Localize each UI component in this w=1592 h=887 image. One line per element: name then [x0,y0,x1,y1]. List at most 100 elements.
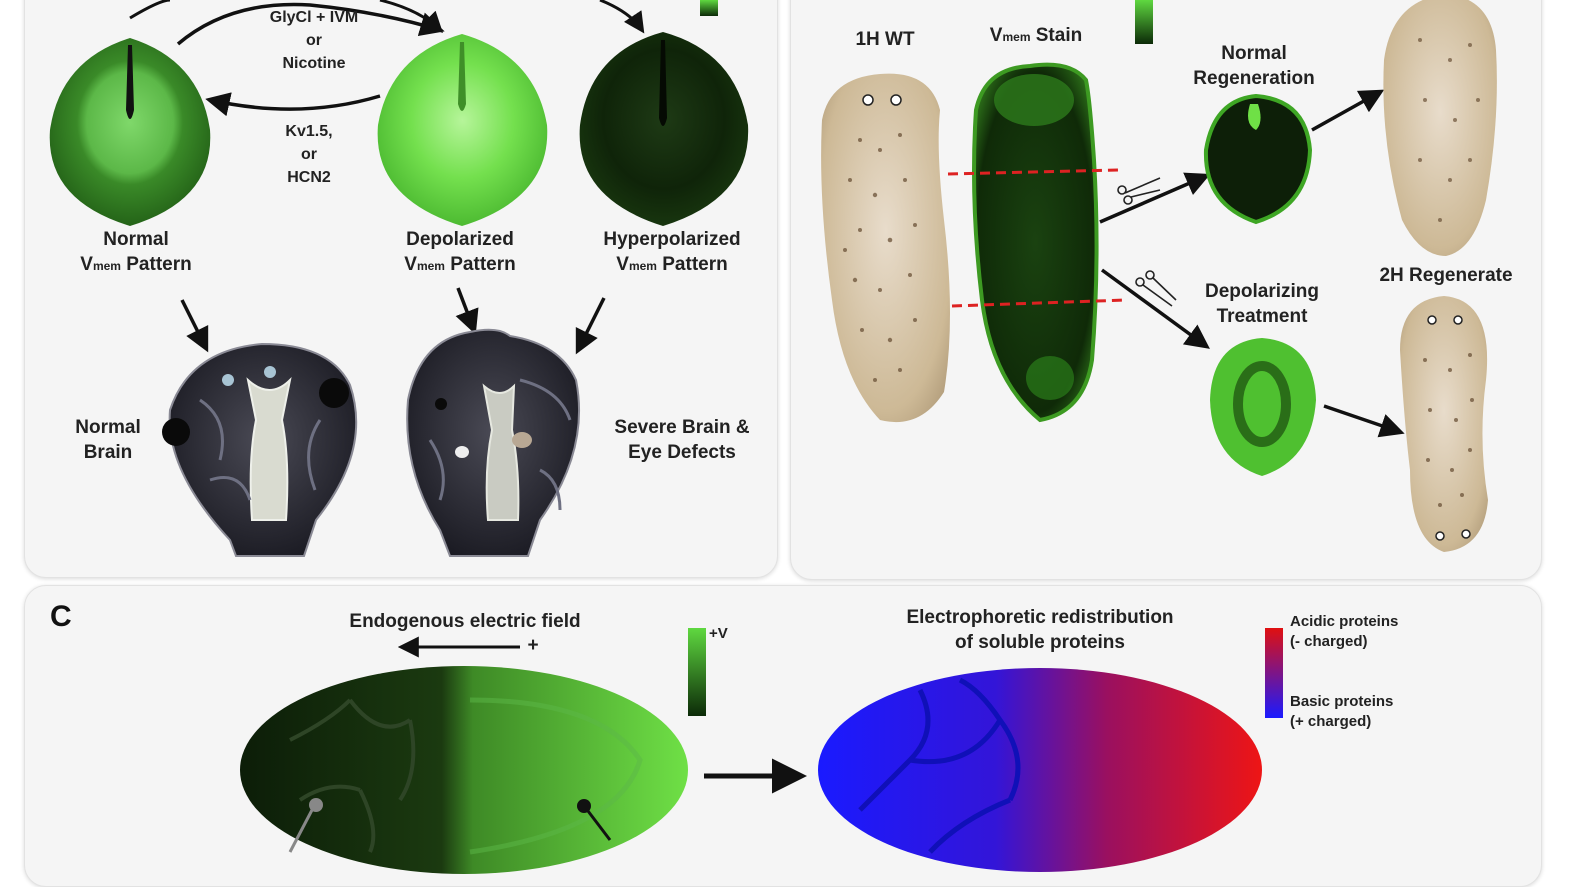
label-vmem-stain: Vmem Stain [966,24,1106,49]
label-normal-regeneration: Normal Regeneration [1176,42,1332,91]
embryo-normal-groove [126,45,134,119]
treatment-hyperpolarize-line-1: Kv1.5, [285,123,333,140]
label-electrophoretic-redistribution: Electrophoretic redistribution of solubl… [880,606,1200,655]
figure-graphics [49,0,1497,874]
worm-2h-eye-bottom-left [1435,531,1445,541]
blob-tan-defective [512,432,532,448]
label-acidic-line-1: Acidic proteins [1290,613,1399,630]
label-depolarized-vmem-pattern: Depolarized Vmem Pattern [380,228,540,277]
label-depolarized-v: V [404,253,417,275]
worm-2h-eye-bottom-right [1461,529,1471,539]
embryo-depolarized-groove [458,42,466,111]
flatworm-vmem-stain [972,62,1099,423]
marker-dot-gray [309,798,323,812]
scissors-icon-upper [1117,177,1161,205]
arrow-depol-brain [455,287,479,335]
label-normal-rest: Pattern [120,253,192,275]
scissors-icon-lower [1135,270,1177,307]
label-basic-line-2: (+ charged) [1290,712,1372,730]
arrow-to-depolarized [176,2,445,46]
label-hyperpolarized-rest: Pattern [656,253,728,275]
arrow-to-depol-treatment [1100,268,1210,349]
top-voltage-bar-a [700,0,718,16]
brain-veins-normal [199,398,322,501]
embryo-hyperpolarized-groove [659,40,667,126]
flatworm-1h-wt [821,73,950,423]
panel-letter-c: C [50,600,72,633]
egg-blue-cells [858,677,1021,854]
label-redistribution-line-1: Electrophoretic redistribution [906,607,1174,628]
label-depolarizing-treatment: Depolarizing Treatment [1184,280,1340,329]
regenerated-worm-2h [1400,296,1488,552]
label-normal-brain-line-2: Brain [83,441,133,463]
label-hyperpolarized-v: V [616,253,629,275]
fragment-depolarized-ring [1233,361,1291,447]
eye-right-normal [319,378,349,408]
wt-pigment-dots [843,133,917,382]
label-normal-brain: Normal Brain [60,416,156,465]
top-arc-left [129,0,171,20]
marker-line-gray [288,809,314,853]
treatment-hyperpolarize-label: Kv1.5, or HCN2 [254,120,364,190]
eye-left-normal [162,418,190,446]
label-normal-v: V [80,253,93,275]
treatment-hyperpolarize-line-2: or [301,146,317,164]
brain-veins-defective [428,378,572,511]
label-hyperpolarized-sub: mem [628,258,657,273]
label-severe-defects-line-1: Severe Brain & [614,417,750,438]
cut-line-upper [947,168,1119,176]
lens-dot-normal-1 [222,374,234,386]
egg-green-inner [469,697,643,855]
label-plus-sign: + [527,635,539,656]
label-normal-sub: mem [92,258,121,273]
wt-eye-left [862,94,874,106]
label-basic-line-1: Basic proteins [1290,693,1394,710]
regenerated-worm-1h-pigment [1418,38,1480,222]
blob-white-defective [455,446,469,458]
arrow-to-regenerated-worm [1311,89,1385,132]
embryo-depolarized [377,34,548,226]
label-normal-brain-line-1: Normal [75,417,141,438]
label-normal-line-2: Vmem Pattern [56,253,216,278]
label-normal-regen-line-2: Regeneration [1193,67,1315,89]
label-severe-defects-line-2: Eye Defects [628,441,736,463]
label-acidic-proteins: Acidic proteins (- charged) [1290,612,1398,651]
label-hyperpolarized-line-1: Hyperpolarized [603,229,741,250]
charge-gradient-bar [1265,628,1283,718]
arrow-hyper-brain [575,297,606,355]
label-vmem-stain-rest: Stain [1030,25,1083,46]
label-depolarized-line-2: Vmem Pattern [380,253,540,278]
voltage-gradient-bar [688,628,706,716]
treatment-depolarize-line-2: or [306,32,322,50]
egg-electric-field [240,666,688,874]
label-depolarized-rest: Pattern [444,253,516,275]
egg-redistribution [818,668,1262,872]
top-voltage-bar-b [1135,0,1153,44]
label-normal-line-1: Normal [103,229,169,250]
embryo-normal [49,38,211,226]
worm-2h-pigment [1423,353,1474,507]
fragment-normal-tip [1248,104,1261,130]
top-arc-middle [379,0,443,33]
label-vmem-stain-sub: mem [1002,30,1031,44]
label-hyperpolarized-vmem-pattern: Hyperpolarized Vmem Pattern [586,228,758,277]
brain-structure-defective [482,383,520,521]
arrow-to-2h-regenerate [1323,404,1405,438]
label-plus-v: +V [709,625,728,642]
label-basic-proteins: Basic proteins (+ charged) [1290,692,1393,731]
label-normal-regen-line-1: Normal [1221,43,1287,64]
arrow-to-normal-regen [1099,172,1211,224]
lens-dot-normal-2 [264,366,276,378]
treatment-depolarize-label: GlyCl + IVM or Nicotine [244,6,384,76]
label-redistribution-line-2: of soluble proteins [955,631,1125,653]
label-endogenous-electric-field: Endogenous electric field [349,611,581,632]
worm-2h-eye-top-left [1427,315,1437,325]
stain-head-glow [994,74,1074,126]
worm-2h-eye-top-right [1453,315,1463,325]
stain-tail-glow [1026,356,1074,400]
marker-line-black [586,810,612,841]
label-2h-regenerate: 2H Regenerate [1379,265,1513,286]
label-severe-defects: Severe Brain & Eye Defects [594,416,770,465]
fragment-depolarized [1210,338,1316,476]
fragment-normal-regen [1203,93,1313,225]
